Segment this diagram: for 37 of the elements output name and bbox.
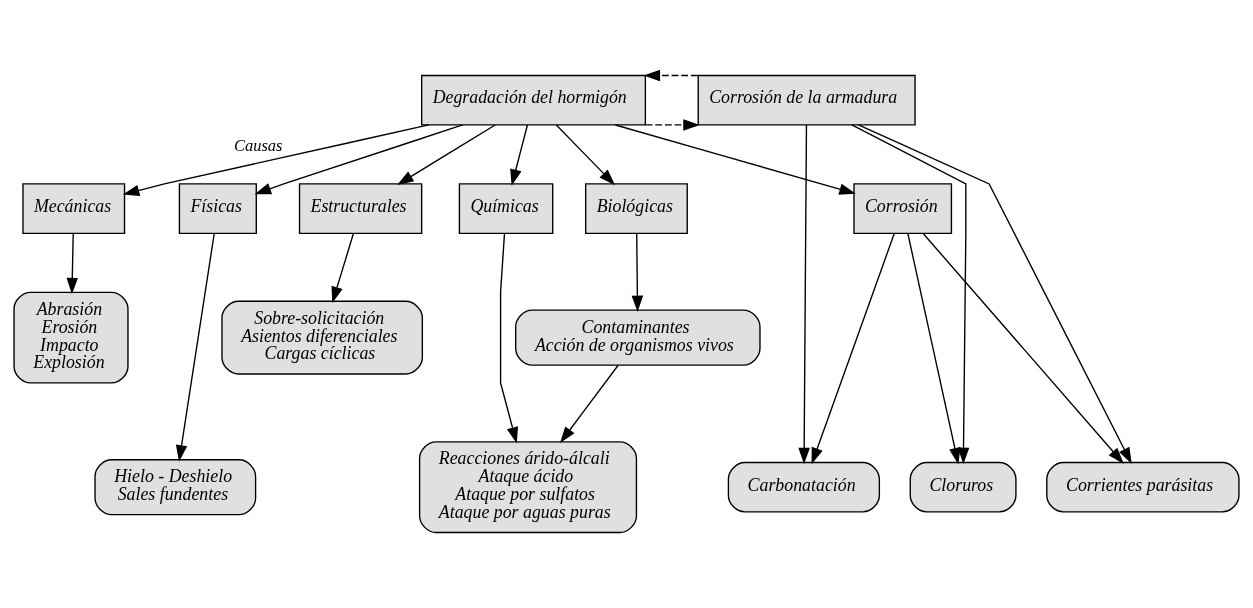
- node-box: Reacciones árido-álcali Ataque ácido Ataque por sulfatos Ataque por aguas puras: [418, 441, 638, 534]
- arrow: [922, 232, 1124, 464]
- arrow: [645, 119, 700, 131]
- arrow: [811, 232, 895, 465]
- node-box: Abrasión Erosión Impacto Explosión: [13, 291, 129, 384]
- arrow: [510, 124, 529, 186]
- arrow: [631, 233, 644, 313]
- arrow: [175, 232, 215, 462]
- node-box: Degradación del hormigón: [420, 74, 647, 126]
- arrow: [254, 124, 464, 195]
- arrow: [907, 232, 961, 465]
- arrow: [122, 124, 430, 197]
- arrow: [614, 124, 856, 195]
- arrow: [851, 124, 970, 465]
- node-box: Cloruros: [909, 461, 1017, 513]
- node-box: Físicas: [178, 183, 257, 234]
- arrow: [555, 124, 616, 186]
- arrow: [331, 233, 355, 304]
- node-box: Estructurales: [298, 183, 423, 234]
- node-box: Sobre-solicitación Asientos diferenciales Cargas cíclicas: [221, 300, 424, 375]
- arrow: [560, 364, 619, 444]
- arrow: [397, 124, 496, 185]
- arrow: [857, 124, 1132, 464]
- node-box: Corrosión: [853, 183, 953, 234]
- node-box: Contaminantes Acción de organismos vivos: [515, 309, 761, 366]
- node-box: Carbonatación: [727, 461, 881, 513]
- edge-label: Causas: [234, 136, 283, 156]
- arrow: [643, 70, 699, 82]
- node-box: Biológicas: [585, 183, 688, 234]
- node-box: Químicas: [458, 183, 554, 234]
- arrow: [66, 233, 79, 295]
- node-box: Mecánicas: [22, 183, 126, 234]
- node-box: Corrientes parásitas: [1046, 461, 1240, 513]
- arrow: [499, 232, 519, 444]
- arrow: [798, 124, 810, 465]
- node-box: Hielo - Deshielo Sales fundentes: [94, 459, 257, 516]
- node-box: Corrosión de la armadura: [697, 74, 916, 126]
